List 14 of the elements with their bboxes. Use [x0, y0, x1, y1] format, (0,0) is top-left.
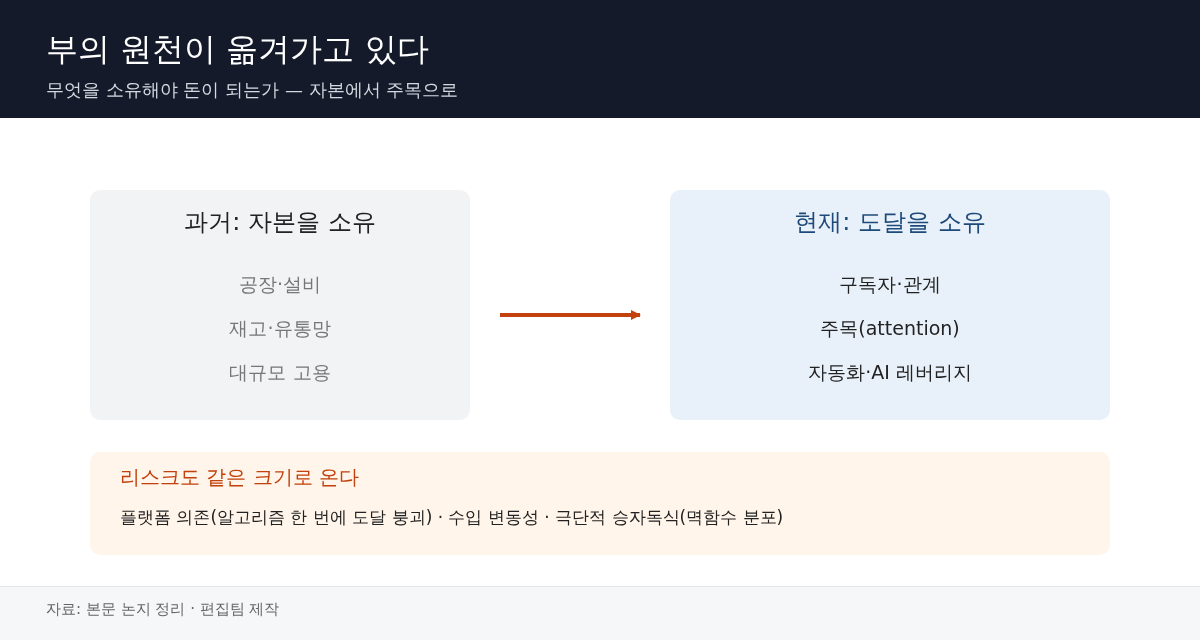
- list-item: 대규모 고용: [229, 360, 331, 385]
- list-item: 구독자·관계: [839, 272, 941, 297]
- list-item: 자동화·AI 레버리지: [808, 360, 972, 385]
- panel-heading: 리스크도 같은 크기로 온다: [120, 464, 360, 491]
- panel-heading: 과거: 자본을 소유: [184, 207, 376, 238]
- list-item: 공장·설비: [238, 272, 321, 297]
- arrow: [500, 310, 641, 320]
- risk-description: 플랫폼 의존(알고리즘 한 번에 도달 붕괴) · 수입 변동성 · 극단적 승자독식(멱함수 분포): [120, 506, 784, 529]
- title: 부의 원천이 옮겨가고 있다: [46, 29, 429, 70]
- list-item: 재고·유통망: [229, 316, 331, 341]
- panel-heading: 현재: 도달을 소유: [794, 207, 986, 238]
- source-note: 자료: 본문 논지 정리 · 편집팀 제작: [46, 600, 280, 619]
- subtitle: 무엇을 소유해야 돈이 되는가 — 자본에서 주목으로: [46, 78, 459, 102]
- list-item: 주목(attention): [820, 316, 960, 341]
